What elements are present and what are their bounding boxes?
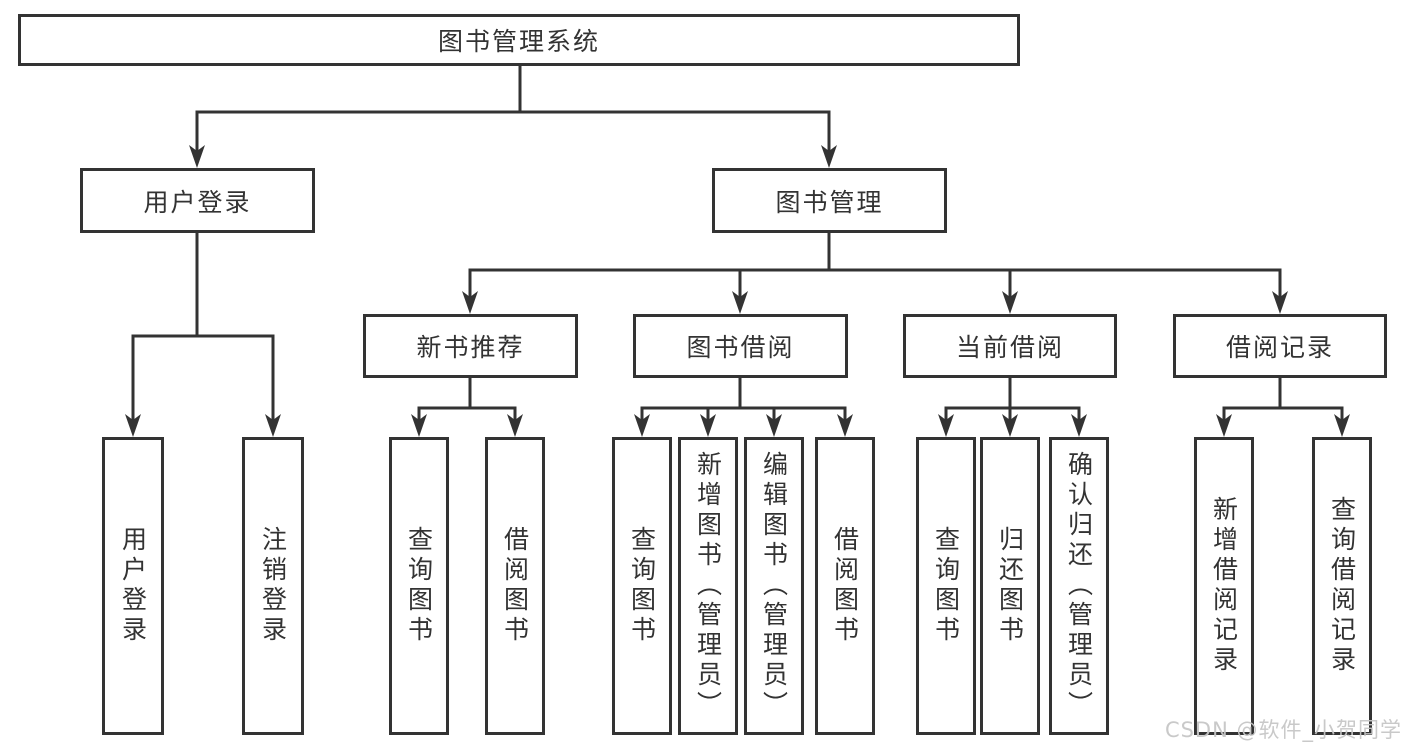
node-user-login: 用户登录 (80, 168, 315, 233)
leaf-logout: 注销登录 (242, 437, 304, 735)
node-root-system: 图书管理系统 (18, 14, 1020, 66)
leaf-user-login: 用户登录 (102, 437, 164, 735)
leaf-query-books-borrow: 查询图书 (612, 437, 672, 735)
leaf-add-book-admin: 新增图书（管理员） (678, 437, 738, 735)
leaf-edit-book-admin: 编辑图书（管理员） (744, 437, 804, 735)
node-book-management: 图书管理 (712, 168, 947, 233)
node-new-book-recommend: 新书推荐 (363, 314, 578, 378)
leaf-confirm-return-admin: 确认归还（管理员） (1049, 437, 1109, 735)
leaf-query-borrow-record: 查询借阅记录 (1312, 437, 1372, 735)
leaf-borrow-books-recommend: 借阅图书 (485, 437, 545, 735)
watermark: CSDN @软件_小贺同学 (1164, 718, 1402, 742)
node-current-borrow: 当前借阅 (903, 314, 1117, 378)
leaf-query-books-current: 查询图书 (916, 437, 976, 735)
node-book-borrow: 图书借阅 (633, 314, 848, 378)
leaf-add-borrow-record: 新增借阅记录 (1194, 437, 1254, 735)
leaf-return-book: 归还图书 (980, 437, 1040, 735)
leaf-query-books-recommend: 查询图书 (389, 437, 449, 735)
node-borrow-records: 借阅记录 (1173, 314, 1387, 378)
leaf-borrow-books: 借阅图书 (815, 437, 875, 735)
